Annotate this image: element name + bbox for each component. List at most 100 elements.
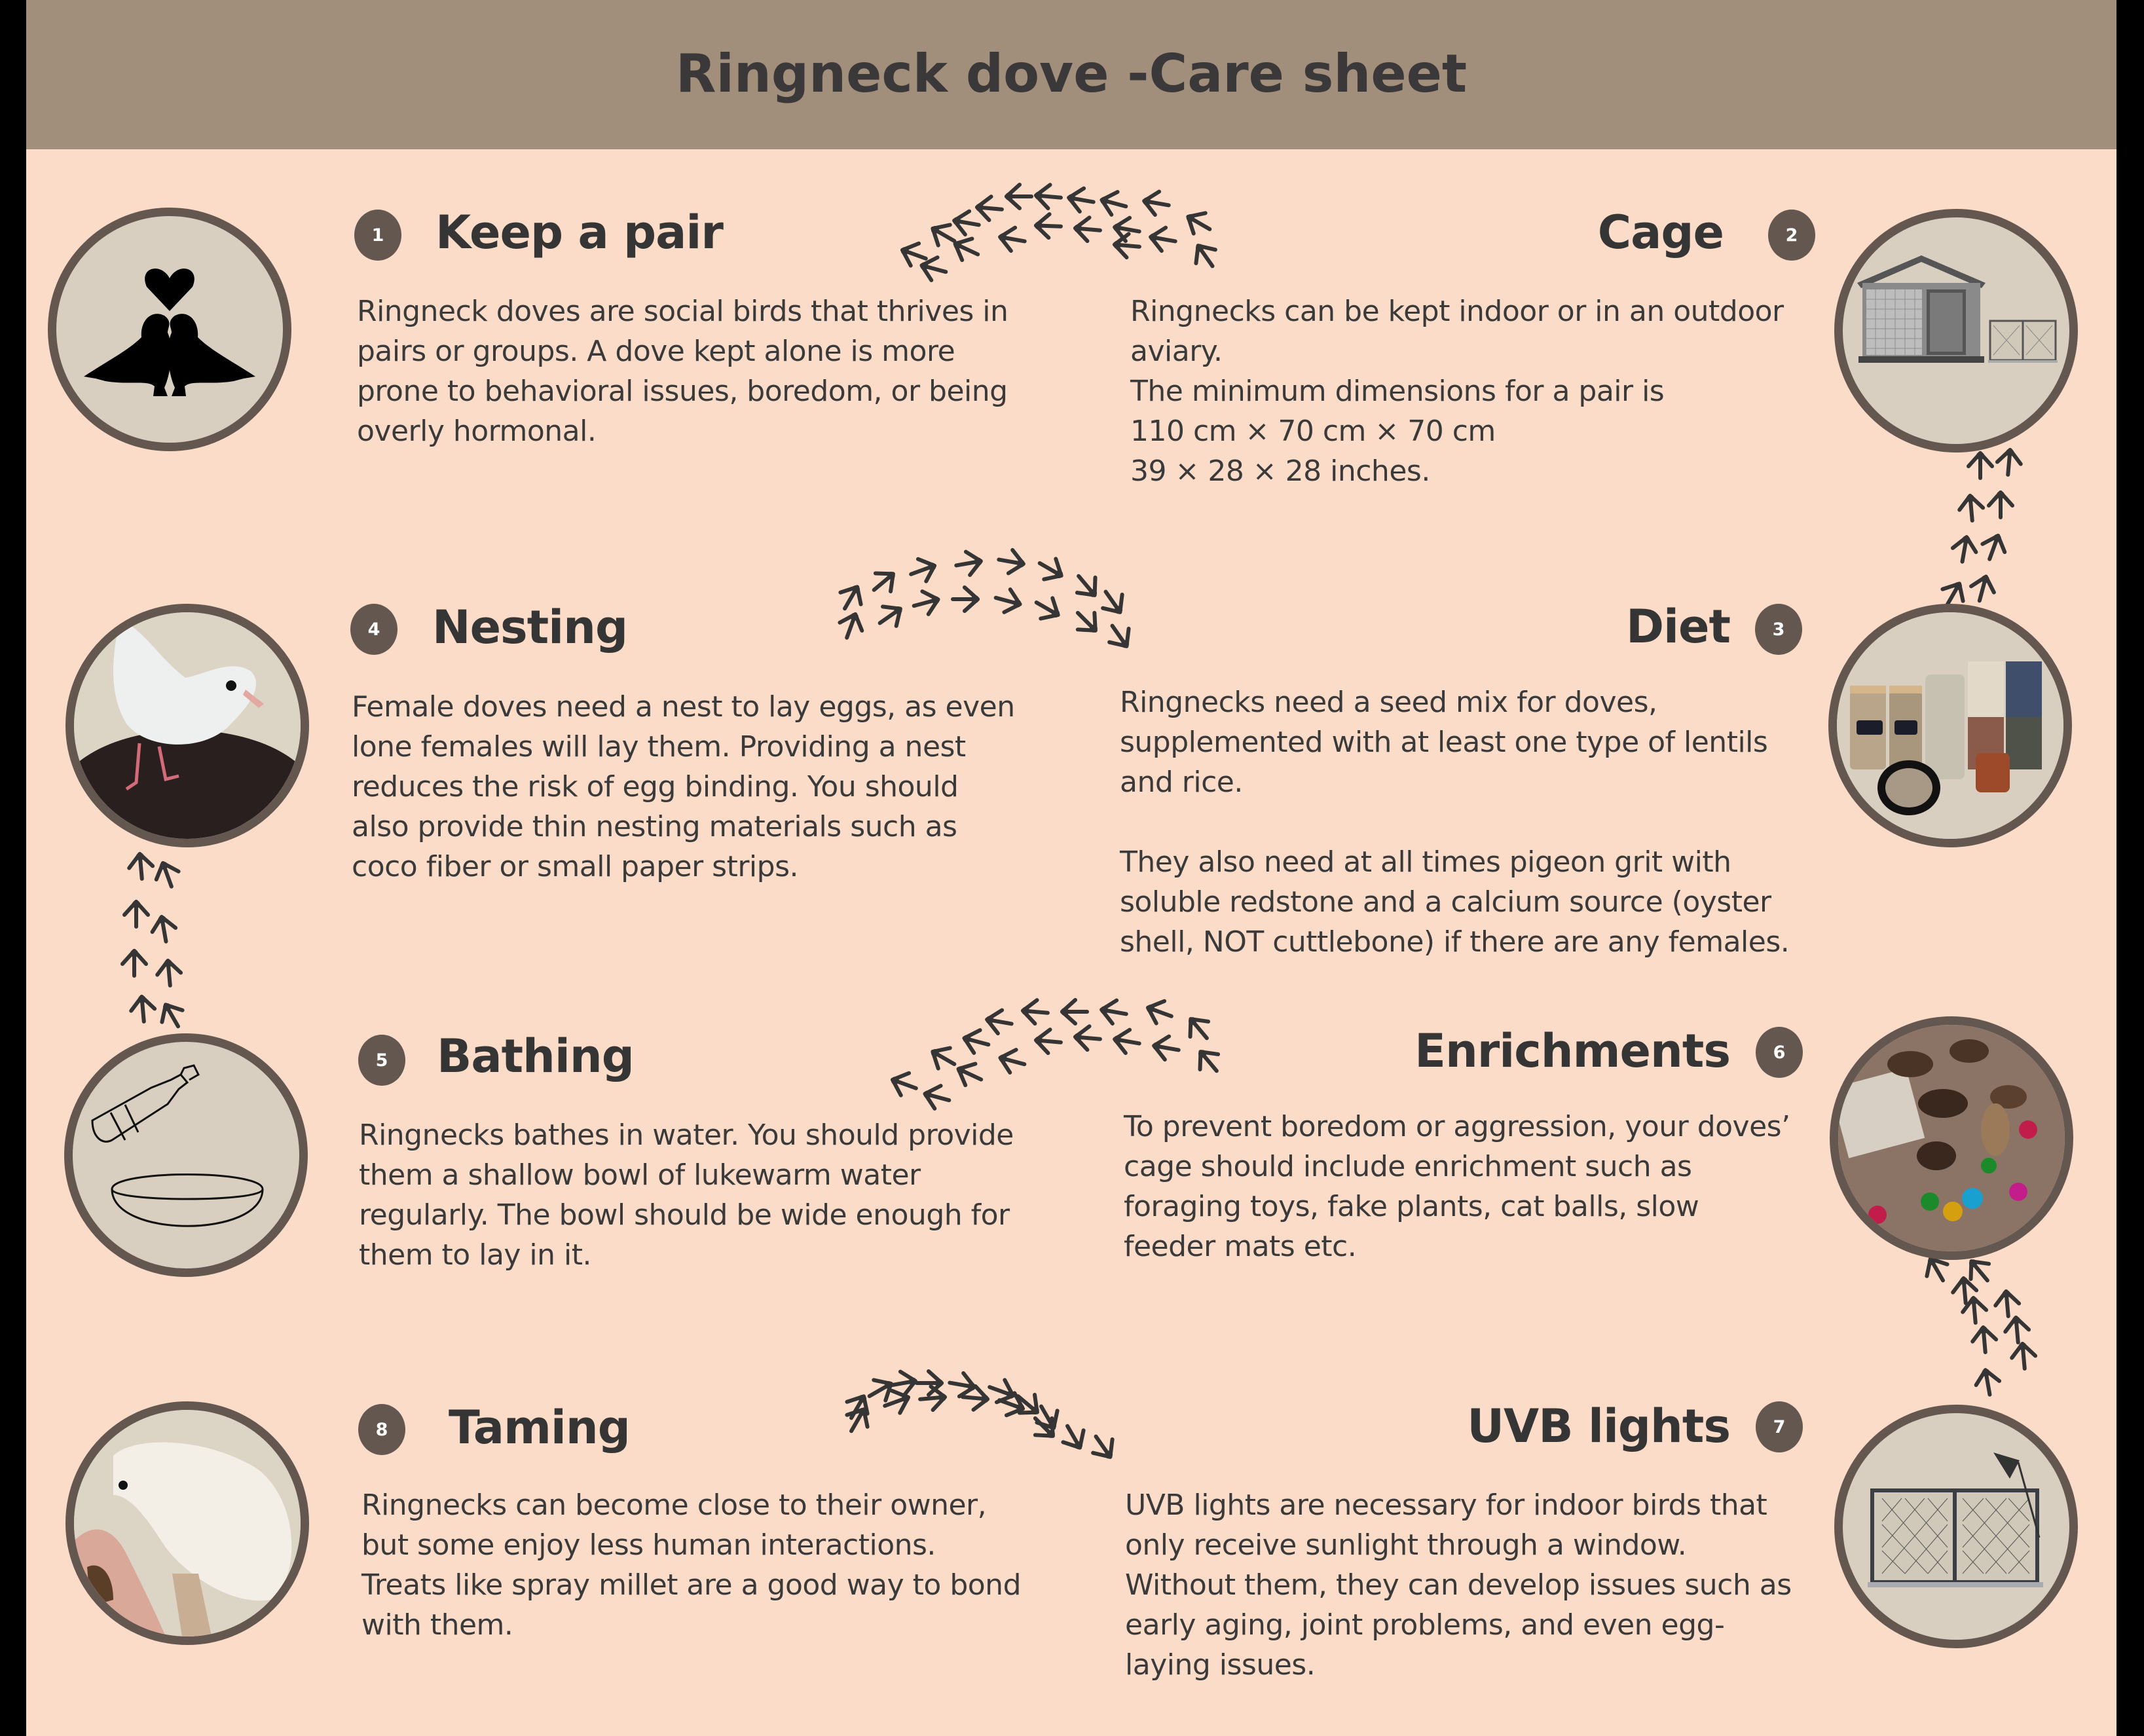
bird-footprint-icon — [986, 1376, 1018, 1407]
bird-footprint-icon — [1188, 238, 1222, 272]
bird-footprint-icon — [1996, 448, 2022, 476]
section-heading-keep-a-pair: Keep a pair — [435, 206, 724, 259]
bird-footprint-icon — [1147, 225, 1177, 253]
bird-footprint-icon — [1113, 232, 1141, 258]
bird-footprint-icon — [1978, 530, 2010, 563]
step-badge-5: 5 — [358, 1035, 405, 1086]
bird-footprint-icon — [1069, 568, 1104, 604]
bird-footprint-icon — [1968, 572, 1997, 604]
bird-footprint-icon — [836, 609, 867, 642]
bird-footprint-icon — [997, 548, 1027, 576]
bird-footprint-icon — [926, 1041, 961, 1074]
section-heading-taming: Taming — [449, 1401, 631, 1454]
bird-footprint-icon — [984, 1008, 1014, 1035]
section-body-bathing: Ringnecks bathes in water. You should pr… — [359, 1118, 1014, 1272]
enrichments-photo-circle — [1830, 1016, 2073, 1260]
bird-footprint-icon — [907, 554, 940, 585]
step-badge-4: 4 — [350, 604, 397, 655]
bird-footprint-icon — [993, 586, 1024, 616]
bird-footprint-icon — [1031, 592, 1065, 625]
bird-footprint-icon — [1034, 183, 1062, 209]
doves-heart-icon — [84, 268, 255, 396]
bird-footprint-icon — [975, 195, 1003, 221]
aviary-cage-icon — [1857, 255, 2058, 363]
step-badge-7: 7 — [1756, 1401, 1803, 1452]
bird-footprint-icon — [1191, 1043, 1225, 1079]
cage-icon-circle — [1834, 209, 2078, 452]
bird-footprint-icon — [995, 1389, 1028, 1420]
bird-footprint-icon — [1098, 998, 1128, 1025]
bird-footprint-icon — [1057, 1420, 1090, 1455]
bird-footprint-icon — [156, 959, 181, 987]
trail-2-to-3 — [1936, 448, 2022, 612]
bird-footprint-icon — [954, 549, 984, 577]
nesting-photo-circle — [65, 604, 309, 847]
bird-footprint-icon — [1958, 494, 1984, 522]
step-badge-1: 1 — [354, 210, 401, 261]
section-body-taming: Ringnecks can become close to their owne… — [361, 1488, 1022, 1642]
section-body-enrichments: To prevent boredom or aggression, your d… — [1124, 1110, 1790, 1263]
bird-footprint-icon — [917, 253, 949, 283]
bird-footprint-icon — [1073, 1025, 1101, 1050]
bird-footprint-icon — [1994, 1289, 2020, 1318]
bird-footprint-icon — [1027, 1410, 1062, 1445]
bird-footprint-icon — [887, 1068, 920, 1099]
section-body-keep-a-pair: Ringneck doves are social birds that thr… — [357, 295, 1008, 448]
bird-footprint-icon — [1103, 619, 1137, 654]
bird-footprint-icon — [1086, 1430, 1120, 1464]
bird-footprint-icon — [1021, 999, 1049, 1024]
bird-footprint-icon — [897, 238, 930, 270]
page-title: Ringneck dove -Care sheet — [675, 43, 1468, 104]
bird-footprint-icon — [952, 1058, 986, 1090]
bird-footprint-icon — [1141, 189, 1171, 217]
bird-footprint-icon — [997, 225, 1027, 253]
uvb-icon-circle — [1834, 1405, 2078, 1648]
bird-footprint-icon — [1031, 1401, 1064, 1435]
bird-footprint-icon — [130, 995, 155, 1023]
step-badge-3: 3 — [1755, 604, 1802, 655]
bird-footprint-icon — [1951, 534, 1978, 564]
section-body-nesting: Female doves need a nest to lay eggs, as… — [352, 690, 1015, 883]
bird-footprint-icon — [1971, 1325, 1997, 1354]
bird-footprint-icon — [122, 950, 146, 976]
bird-footprint-icon — [917, 1371, 943, 1395]
taming-photo-circle — [65, 1401, 309, 1645]
bird-footprint-icon — [151, 858, 183, 891]
bird-footprint-icon — [881, 1386, 914, 1417]
section-heading-enrichments: Enrichments — [1414, 1024, 1731, 1078]
seed-jars-photo — [1837, 612, 2063, 839]
bird-footprint-icon — [1034, 213, 1061, 238]
bird-footprint-icon — [1151, 1034, 1181, 1062]
bird-footprint-icon — [1069, 604, 1105, 640]
bird-footprint-icon — [864, 1373, 898, 1406]
hand-feeding-dove-photo — [74, 1410, 301, 1636]
bird-footprint-icon — [834, 580, 868, 615]
care-sheet: Ringneck dove -Care sheet 1 Keep a pair … — [26, 0, 2116, 1736]
bird-footprint-icon — [960, 1026, 991, 1056]
window-lamp-icon — [1868, 1452, 2043, 1587]
bird-footprint-icon — [1034, 553, 1069, 586]
footprint-trails — [26, 0, 2116, 1736]
trail-6-to-7 — [1919, 1252, 2036, 1397]
step-badge-8: 8 — [358, 1404, 405, 1455]
bird-footprint-icon — [124, 900, 148, 927]
pinecones-toys-photo — [1838, 1025, 2065, 1251]
bird-footprint-icon — [962, 1385, 990, 1411]
section-heading-cage: Cage — [1597, 206, 1724, 259]
bird-footprint-icon — [1989, 491, 2012, 517]
bird-footprint-icon — [889, 1369, 919, 1397]
section-heading-nesting: Nesting — [432, 600, 628, 654]
bird-footprint-icon — [951, 209, 981, 236]
section-body-cage: Ringnecks can be kept indoor or in an ou… — [1130, 295, 1784, 488]
trail-1-to-2 — [897, 183, 1222, 283]
bird-footprint-icon — [128, 852, 153, 880]
trail-5-to-6 — [887, 996, 1226, 1111]
bird-footprint-icon — [2004, 1316, 2029, 1344]
section-heading-diet: Diet — [1625, 600, 1731, 654]
bird-footprint-icon — [1073, 216, 1101, 242]
section-heading-bathing: Bathing — [437, 1029, 635, 1083]
bird-footprint-icon — [2010, 1342, 2036, 1370]
bird-footprint-icon — [1010, 1387, 1046, 1422]
section-body-diet: Ringnecks need a seed mix for doves, sup… — [1120, 686, 1790, 959]
bathing-icon-circle — [64, 1033, 308, 1277]
